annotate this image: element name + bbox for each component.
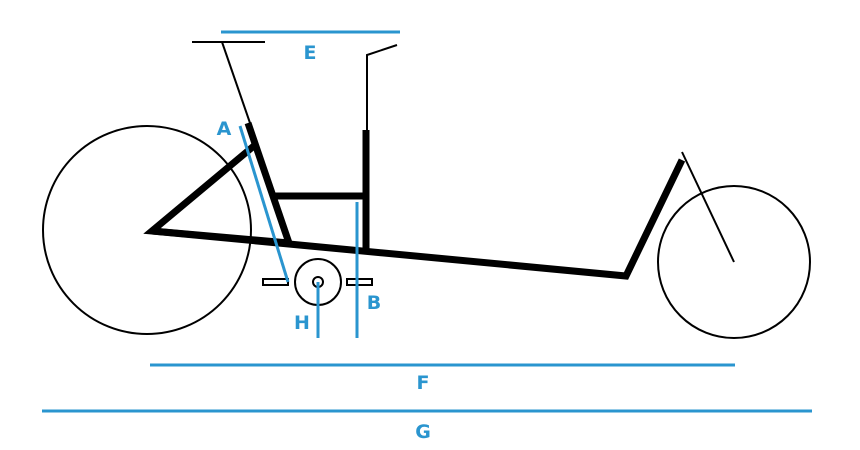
label-g: G [415,421,431,443]
label-e: E [304,42,317,64]
left-pedal [262,278,289,286]
top-tube [273,130,370,200]
front-fork [681,151,735,263]
seat-tube [244,121,293,245]
handlebar-stem [366,44,398,130]
label-b: B [367,292,381,314]
front-wheel [657,185,811,339]
label-f: F [417,372,430,394]
main-downtube [151,158,686,280]
rear-triangle [143,142,290,247]
dimension-a-line [238,125,290,283]
right-pedal [346,278,373,286]
label-a: A [217,118,232,140]
rear-wheel [42,125,252,335]
label-h: H [294,312,310,334]
seatpost [221,41,251,124]
